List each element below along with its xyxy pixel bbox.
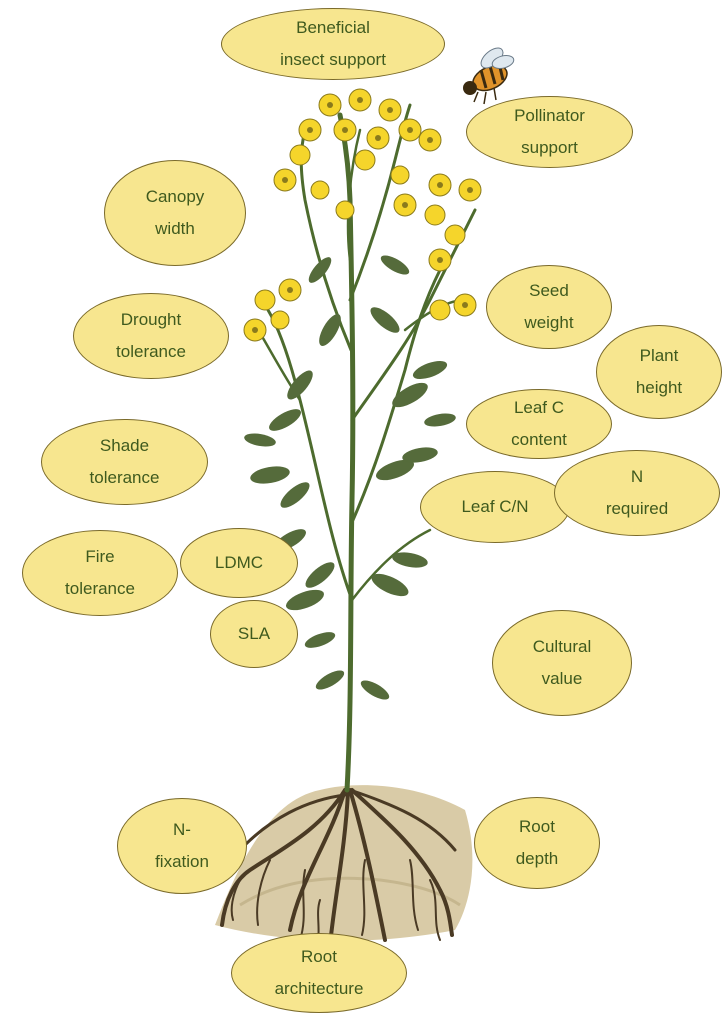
flowers: [244, 89, 481, 341]
bee-icon: [463, 44, 515, 104]
trait-cultural-value: Cultural value: [492, 610, 632, 716]
trait-n-required: N required: [554, 450, 720, 536]
trait-seed-weight: Seed weight: [486, 265, 612, 349]
trait-fire-tolerance: Fire tolerance: [22, 530, 178, 616]
trait-beneficial-insect-support: Beneficial insect support: [221, 8, 445, 80]
trait-root-architecture: Root architecture: [231, 933, 407, 1013]
trait-plant-height: Plant height: [596, 325, 722, 419]
soil-mound: [215, 785, 472, 941]
trait-root-depth: Root depth: [474, 797, 600, 889]
trait-shade-tolerance: Shade tolerance: [41, 419, 208, 505]
trait-canopy-width: Canopy width: [104, 160, 246, 266]
trait-sla: SLA: [210, 600, 298, 668]
trait-pollinator-support: Pollinator support: [466, 96, 633, 168]
trait-leaf-c-content: Leaf C content: [466, 389, 612, 459]
trait-ldmc: LDMC: [180, 528, 298, 598]
trait-drought-tolerance: Drought tolerance: [73, 293, 229, 379]
trait-n-fixation: N- fixation: [117, 798, 247, 894]
trait-leaf-cn: Leaf C/N: [420, 471, 570, 543]
